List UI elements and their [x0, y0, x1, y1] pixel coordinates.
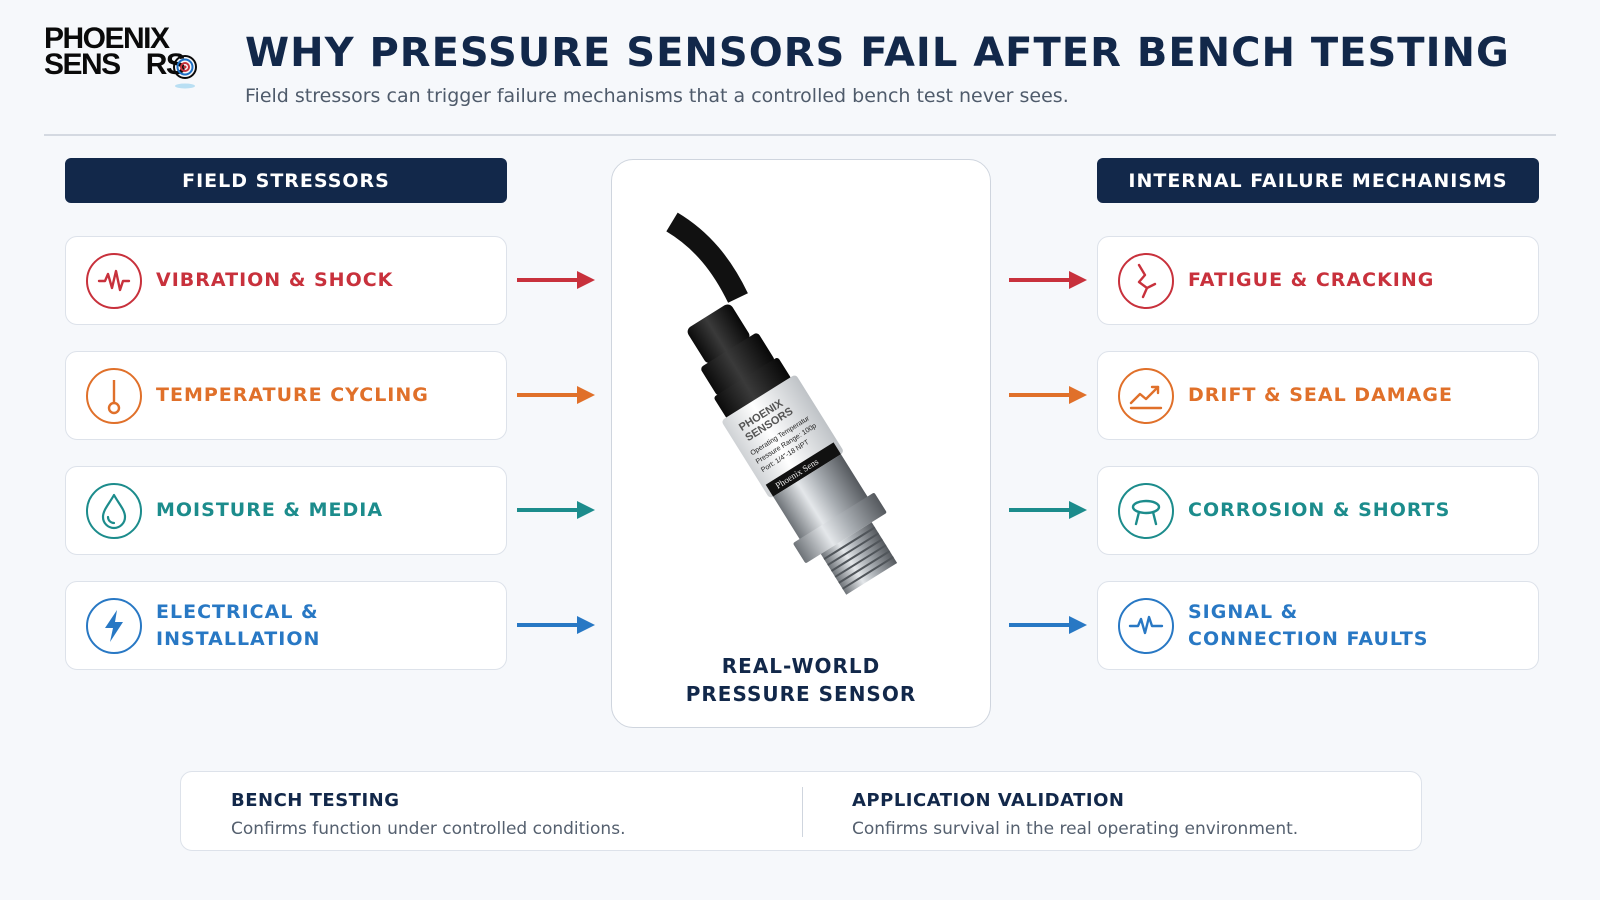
logo-line-1: PHOENIX [44, 22, 170, 55]
mechanism-card-corrosion: CORROSION & SHORTS [1097, 466, 1539, 555]
arrow-right-icon [1009, 501, 1087, 519]
thermometer-icon [86, 367, 142, 424]
pressure-sensor-image: PHOENIX SENSORS Operating Temperatur Pre… [666, 212, 898, 595]
drift-chart-icon [1118, 367, 1174, 424]
arrow-right-icon [517, 501, 595, 519]
droplet-icon [86, 482, 142, 539]
mechanism-label: DRIFT & SEAL DAMAGE [1188, 384, 1453, 406]
arrow-right-icon [1009, 616, 1087, 634]
stressor-card-electrical: ELECTRICAL &INSTALLATION [65, 581, 507, 670]
page-subtitle: Field stressors can trigger failure mech… [245, 85, 1069, 107]
stressor-label: VIBRATION & SHOCK [156, 269, 394, 291]
stressor-label: MOISTURE & MEDIA [156, 499, 384, 521]
arrow-right-icon [517, 616, 595, 634]
logo-target-icon [173, 55, 197, 89]
vibration-icon [86, 252, 142, 309]
mechanism-label: CORROSION & SHORTS [1188, 499, 1451, 521]
signal-icon [1118, 597, 1174, 654]
application-validation-title: APPLICATION VALIDATION [852, 790, 1125, 811]
arrow-right-icon [1009, 271, 1087, 289]
arrow-right-icon [517, 386, 595, 404]
stressor-card-vibration: VIBRATION & SHOCK [65, 236, 507, 325]
stressor-label: TEMPERATURE CYCLING [156, 384, 429, 406]
mechanism-card-drift: DRIFT & SEAL DAMAGE [1097, 351, 1539, 440]
comparison-divider [802, 787, 803, 837]
testing-comparison-box: BENCH TESTING Confirms function under co… [180, 771, 1422, 851]
sensor-caption: REAL-WORLD PRESSURE SENSOR [685, 654, 917, 706]
stressor-card-temperature: TEMPERATURE CYCLING [65, 351, 507, 440]
lightning-icon [86, 597, 142, 654]
stressor-label: ELECTRICAL &INSTALLATION [156, 600, 321, 650]
corrosion-icon [1118, 482, 1174, 539]
sensor-card: PHOENIX SENSORS Operating Temperatur Pre… [611, 159, 991, 728]
mechanism-card-signal: SIGNAL &CONNECTION FAULTS [1097, 581, 1539, 670]
mechanism-label: SIGNAL &CONNECTION FAULTS [1188, 600, 1429, 650]
arrow-right-icon [1009, 386, 1087, 404]
application-validation-text: Confirms survival in the real operating … [852, 819, 1299, 839]
arrow-right-icon [517, 271, 595, 289]
mechanism-card-fatigue: FATIGUE & CRACKING [1097, 236, 1539, 325]
bench-testing-text: Confirms function under controlled condi… [231, 819, 626, 839]
page-title: WHY PRESSURE SENSORS FAIL AFTER BENCH TE… [245, 30, 1510, 76]
field-stressors-heading: FIELD STRESSORS [65, 158, 507, 203]
crack-icon [1118, 252, 1174, 309]
stressor-card-moisture: MOISTURE & MEDIA [65, 466, 507, 555]
mechanism-label: FATIGUE & CRACKING [1188, 269, 1435, 291]
failure-mechanisms-heading: INTERNAL FAILURE MECHANISMS [1097, 158, 1539, 203]
header-divider [44, 134, 1556, 136]
bench-testing-title: BENCH TESTING [231, 790, 400, 811]
